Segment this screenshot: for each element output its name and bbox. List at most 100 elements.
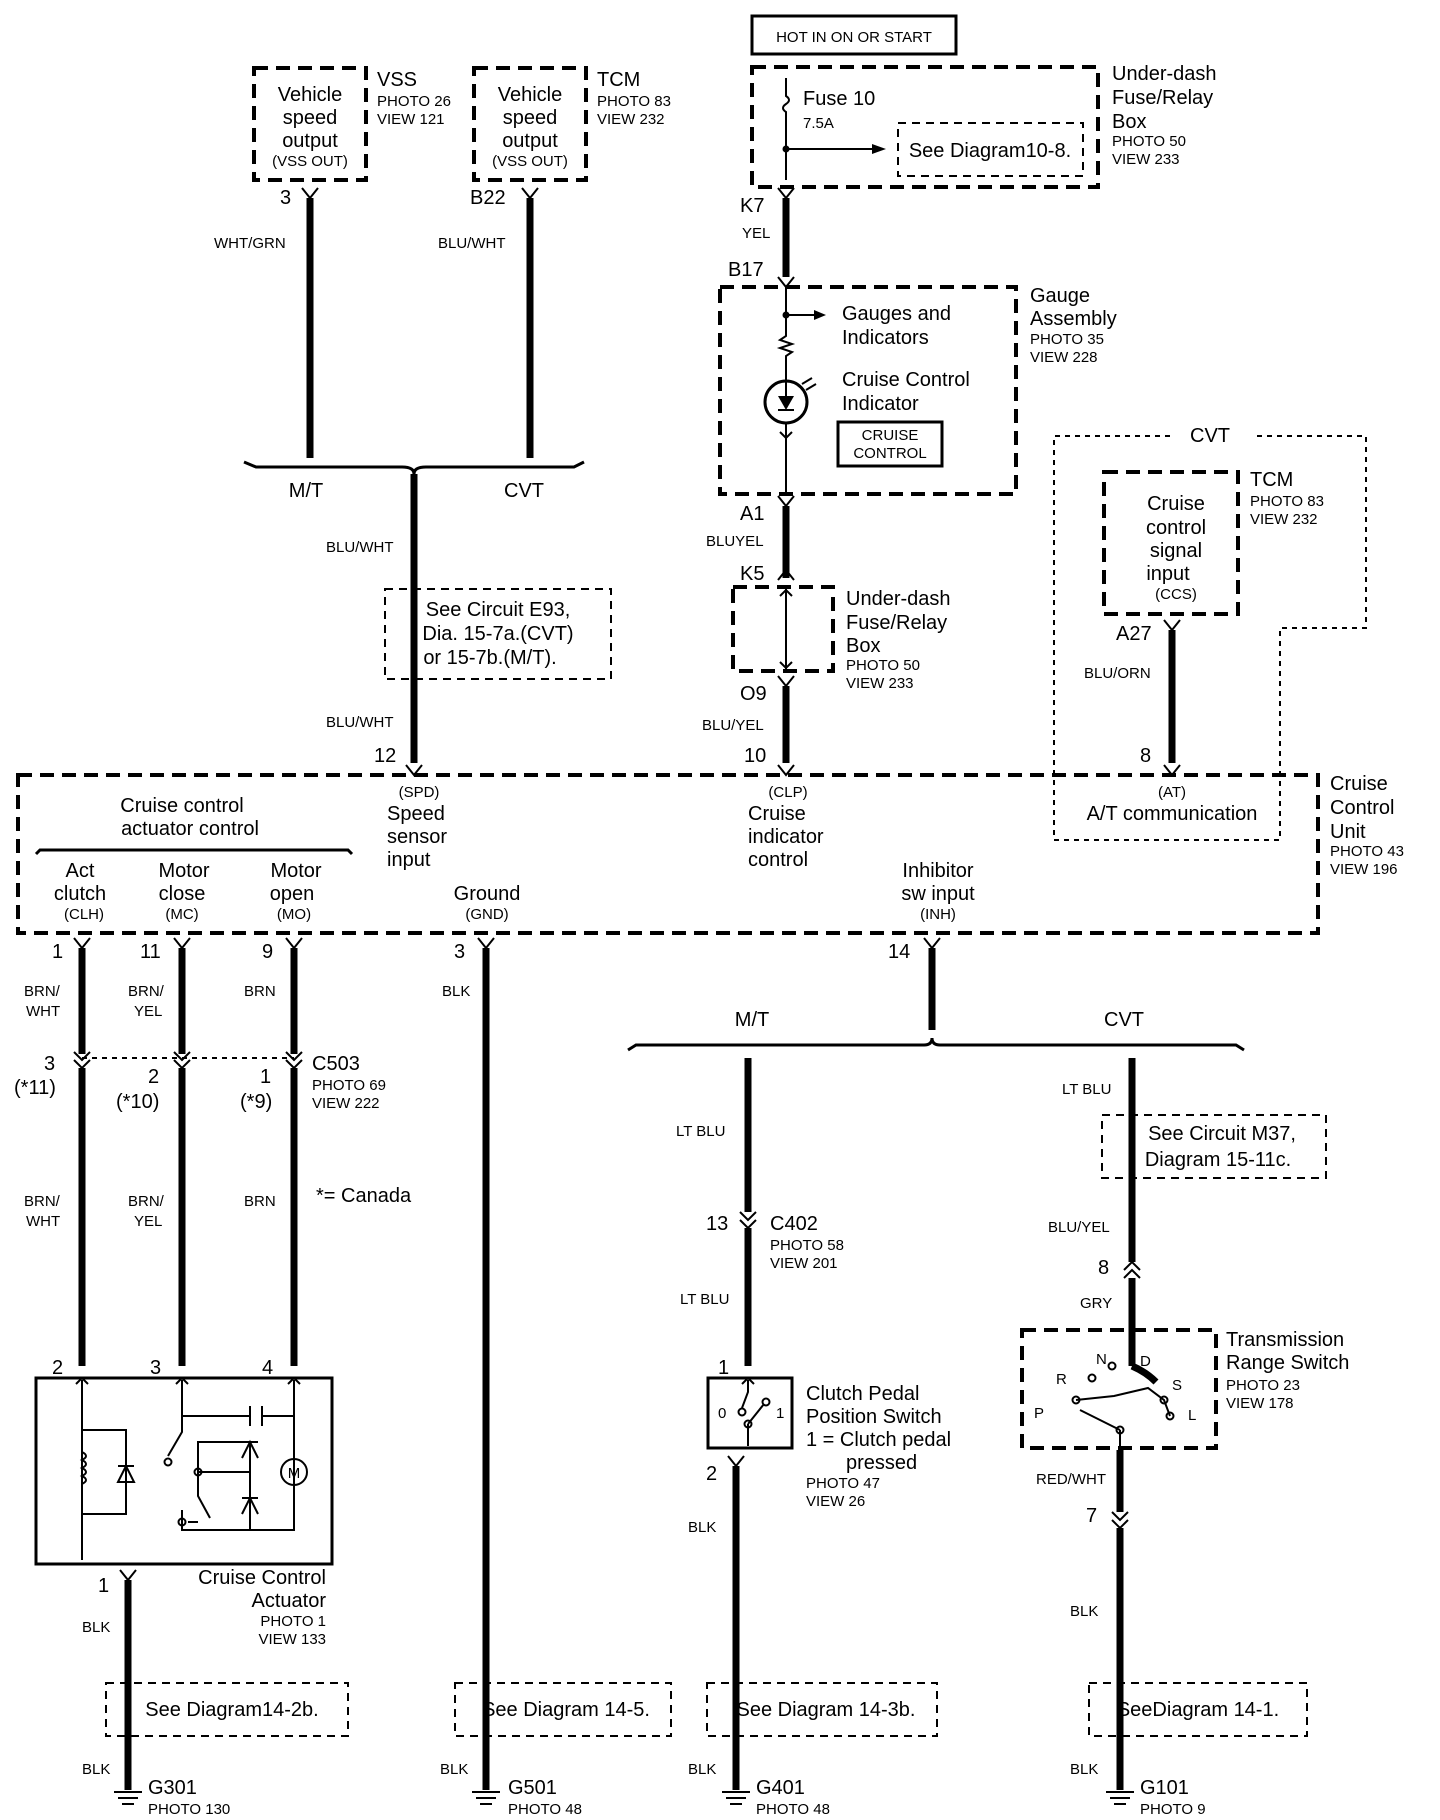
trs-title-2: Range Switch [1226,1352,1349,1374]
circuit-e93-box [384,588,612,680]
trs-wire2: BLU/YEL [1048,1219,1110,1236]
vss-box-3: output [282,130,338,152]
trs-wire3: GRY [1080,1295,1112,1312]
fuse-box2-view: VIEW 233 [846,675,914,692]
clutch-pin2: 2 [706,1463,717,1485]
inh-code: (INH) [920,906,956,923]
see-14-3b: See Diagram 14-3b. [737,1699,916,1721]
indicator-text-1: Cruise Control [842,369,970,391]
clutch-view: VIEW 26 [806,1493,865,1510]
tcm-box-2: speed [503,107,558,129]
w2b-1: BRN/ [128,1193,165,1210]
fuse-rating: 7.5A [803,115,834,132]
clp-text-1: Cruise [748,803,806,825]
pin-mo: 9 [262,941,273,963]
spd-cvt: CVT [504,480,544,502]
c402-view: VIEW 201 [770,1255,838,1272]
tcm-ccs-box [1102,470,1240,616]
pin-mc: 11 [140,941,161,963]
trs-wire6: BLK [1070,1761,1098,1778]
cruise-badge [836,420,944,468]
g101-photo: PHOTO 9 [1140,1801,1206,1818]
gnd-wire2: BLK [440,1761,468,1778]
see-14-2b-box [105,1682,349,1737]
circuit-e93-3: or 15-7b.(M/T). [423,647,556,669]
actuator-group-bracket [34,848,354,856]
gauges-text-1: Gauges and [842,303,951,325]
trs-pos-p: P [1034,1405,1044,1422]
w1a-1: BRN/ [24,983,61,1000]
ground-symbol-g301 [114,1791,142,1805]
tcm-cvt-photo: PHOTO 83 [1250,493,1324,510]
tcm-cvt-view: VIEW 232 [1250,511,1318,528]
clutch-title-4: pressed [846,1452,917,1474]
ccu-photo: PHOTO 43 [1330,843,1404,860]
g101: G101 [1140,1777,1189,1799]
tcm-vss-photo: PHOTO 83 [597,93,671,110]
ccu-view: VIEW 196 [1330,861,1398,878]
trs-pos-n: N [1096,1351,1107,1368]
tcm-box-1: Vehicle [498,84,563,106]
tcm-vss-pin: B22 [470,187,506,209]
spd-wire-1: BLU/WHT [326,539,394,556]
hot-label: HOT IN ON OR START [776,29,932,46]
actuator-photo: PHOTO 1 [260,1613,326,1630]
inh-pin: 14 [888,941,910,963]
inh-cvt: CVT [1104,1009,1144,1031]
indicator-text-2: Indicator [842,393,919,415]
g401-photo: PHOTO 48 [756,1801,830,1818]
trs-pos-s: S [1172,1377,1182,1394]
clutch-switch-box [706,1376,794,1450]
actuator-box [34,1376,334,1566]
vss-wire: WHT/GRN [214,235,286,252]
trs-wire4: RED/WHT [1036,1471,1106,1488]
hot-in-label-group: HOT IN ON OR START [750,14,958,56]
actuator-wire: BLK [82,1619,110,1636]
w3a: BRN [244,983,276,1000]
wire-blu-yel: BLU/YEL [702,717,764,734]
fuse-box-1 [750,65,1100,189]
see-diagram-10-8-box [897,122,1084,177]
pin-b17: B17 [728,259,764,281]
inh-text-2: sw input [901,883,975,905]
gauges-text-2: Indicators [842,327,929,349]
mo-text-1: Motor [270,860,321,882]
trs-pin7: 7 [1086,1505,1097,1527]
tcm-box-3: output [502,130,558,152]
cvt-region [1053,435,1367,841]
vss-view: VIEW 121 [377,111,445,128]
ccs-box-sub: (CCS) [1155,586,1197,603]
inh-branch-bar [627,1037,1245,1052]
fuse-box-title-1: Under-dash [1112,63,1217,85]
tcm-cvt-name: TCM [1250,469,1293,491]
tcm-vss-wire: BLU/WHT [438,235,506,252]
canada-note: *= Canada [316,1185,412,1207]
clutch-wire4: BLK [688,1761,716,1778]
trs-wire5: BLK [1070,1603,1098,1620]
ccs-box-3: signal [1150,540,1202,562]
g301-photo: PHOTO 130 [148,1801,230,1818]
w2a-2: YEL [134,1003,162,1020]
see-14-2b: See Diagram14-2b. [145,1699,318,1721]
vss-pin: 3 [280,187,291,209]
pin-8-at: 8 [1140,745,1151,767]
cruise-badge-2: CONTROL [853,445,926,462]
actuator-pin-gnd: 1 [98,1575,109,1597]
c-pin3: 1 [260,1066,271,1088]
spd-text-3: input [387,849,431,871]
clutch-wire2: LT BLU [680,1291,729,1308]
g501: G501 [508,1777,557,1799]
c-pin1b: (*11) [14,1077,56,1099]
vss-box-2: speed [283,107,338,129]
pin-a27: A27 [1116,623,1152,645]
gnd-pin: 3 [454,941,465,963]
ccs-box-2: control [1146,517,1206,539]
actuator-title-2: Actuator [252,1590,327,1612]
at-text: A/T communication [1087,803,1258,825]
act-pin4: 4 [262,1357,273,1379]
pin-k5: K5 [740,563,764,585]
gnd-wire: BLK [442,983,470,1000]
tcm-vss-name: TCM [597,69,640,91]
ccu-title-2: Control [1330,797,1394,819]
